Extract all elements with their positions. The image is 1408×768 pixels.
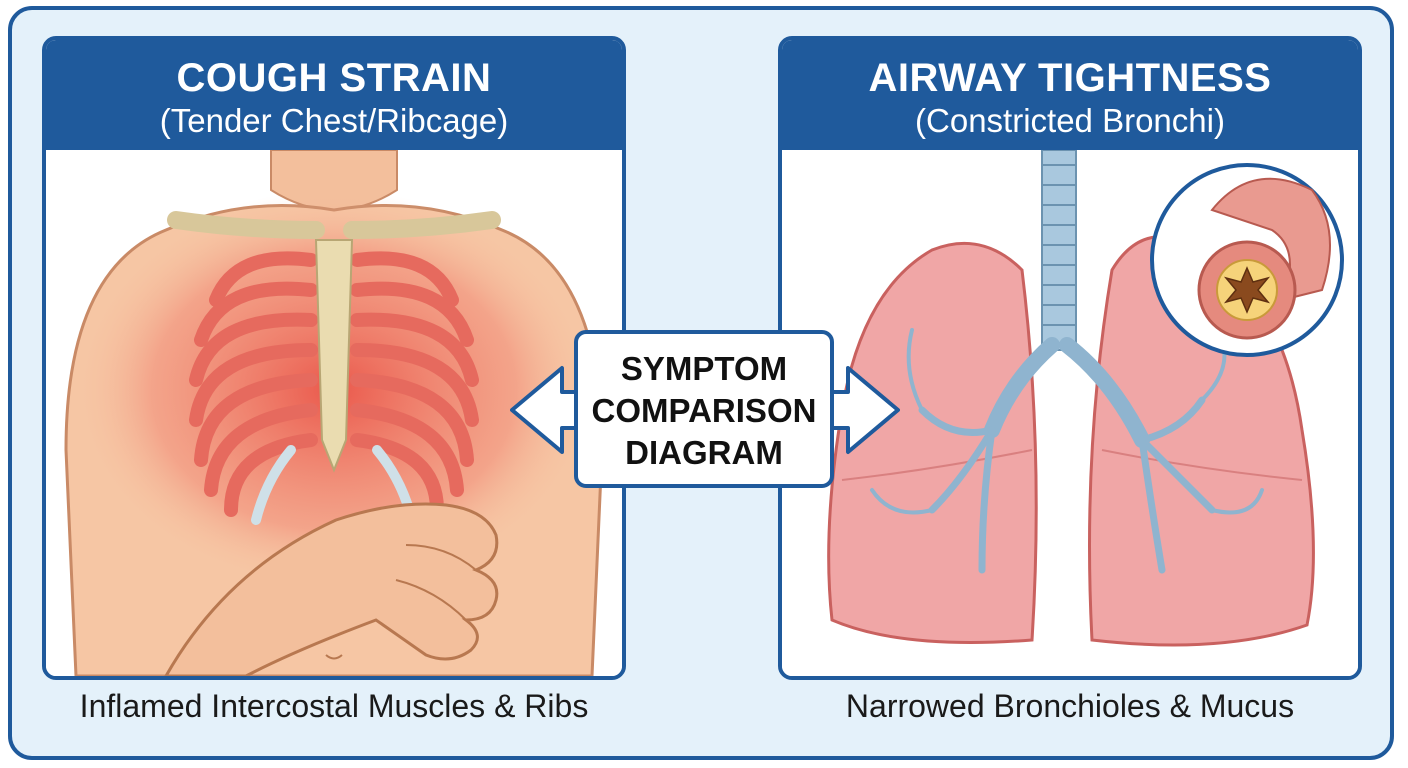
airway-tightness-subtitle: (Constricted Bronchi): [915, 102, 1225, 139]
hand-icon: [164, 502, 499, 676]
airway-tightness-header: AIRWAY TIGHTNESS (Constricted Bronchi): [782, 40, 1358, 150]
cough-strain-panel: COUGH STRAIN (Tender Chest/Ribcage): [42, 36, 626, 680]
cough-strain-caption: Inflamed Intercostal Muscles & Ribs: [79, 688, 589, 724]
cough-strain-subtitle: (Tender Chest/Ribcage): [159, 102, 509, 139]
center-label-line-3: DIAGRAM: [625, 434, 783, 471]
trachea-icon: [1041, 150, 1077, 351]
bronchi-tree: [870, 328, 1264, 574]
airway-tightness-title: AIRWAY TIGHTNESS: [868, 56, 1272, 100]
symptom-comparison-label: SYMPTOM COMPARISON DIAGRAM: [574, 330, 834, 488]
center-label-line-2: COMPARISON: [591, 392, 817, 429]
airway-tightness-panel: AIRWAY TIGHTNESS (Constricted Bronchi): [778, 36, 1362, 680]
center-label-line-1: SYMPTOM: [620, 350, 788, 387]
cough-strain-title: COUGH STRAIN: [176, 56, 492, 100]
bronchiole-cross-section-icon: [1150, 163, 1344, 357]
ribcage-icon: [189, 251, 479, 517]
airway-tightness-caption: Narrowed Bronchioles & Mucus: [845, 688, 1295, 724]
torso-illustration: [46, 150, 622, 676]
cough-strain-header: COUGH STRAIN (Tender Chest/Ribcage): [46, 40, 622, 150]
